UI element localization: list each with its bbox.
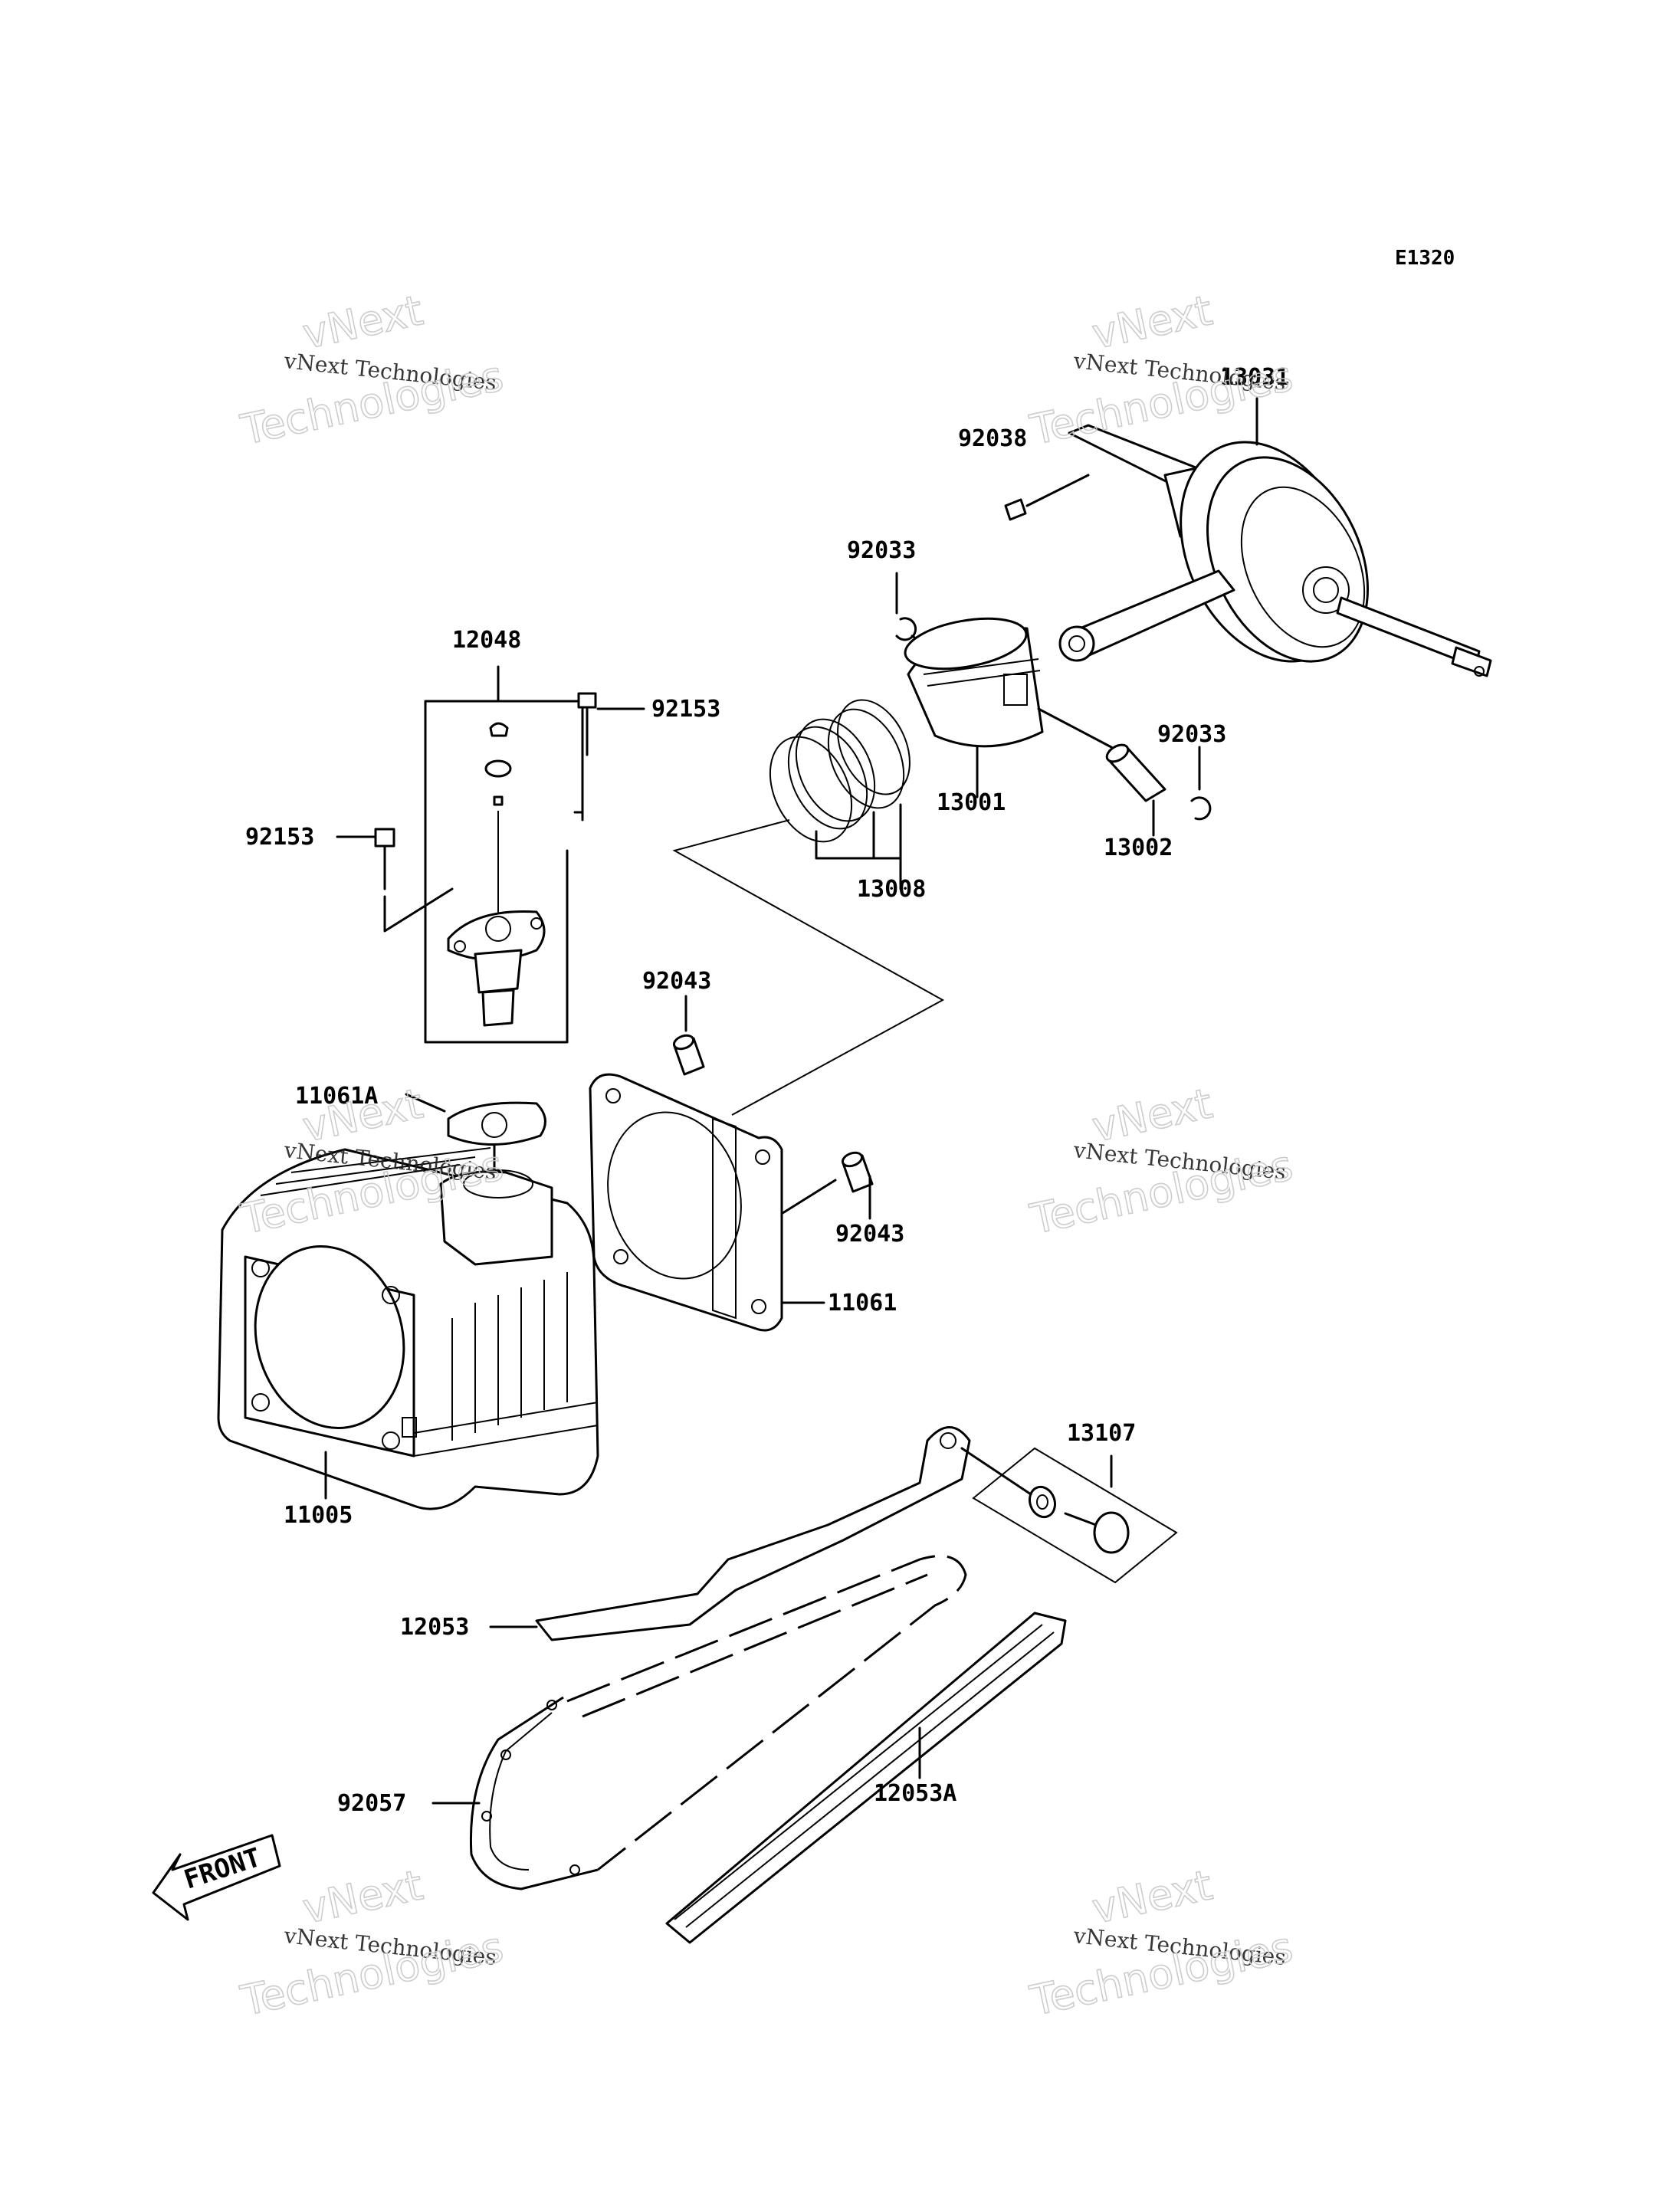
cam-chain[interactable] bbox=[431, 1555, 967, 1890]
dowel-pin-upper[interactable] bbox=[672, 995, 705, 1076]
watermark-bottom-left: vNext vNext Technologies Technologies bbox=[236, 1860, 508, 2025]
svg-text:vNext: vNext bbox=[1088, 286, 1216, 358]
watermark-top-left: vNext vNext Technologies Technologies bbox=[236, 285, 508, 454]
cylinder-base-gasket[interactable] bbox=[589, 1073, 825, 1332]
diagram-code: E1320 bbox=[1395, 247, 1455, 270]
svg-text:vNext: vNext bbox=[299, 286, 427, 358]
part-label-13002: 13002 bbox=[1104, 835, 1173, 861]
part-label-92057: 92057 bbox=[337, 1790, 406, 1817]
part-label-13031: 13031 bbox=[1220, 364, 1289, 391]
tensioner-bolt-upper[interactable] bbox=[577, 692, 645, 756]
leader-rings-to-gasket bbox=[672, 819, 945, 1116]
part-label-11005: 11005 bbox=[284, 1502, 353, 1529]
part-label-92153-upper: 92153 bbox=[651, 696, 720, 723]
part-label-12053: 12053 bbox=[400, 1614, 469, 1641]
part-label-11061: 11061 bbox=[828, 1290, 897, 1317]
part-label-92033-lower: 92033 bbox=[1157, 721, 1226, 748]
piston-pin-clip-lower[interactable] bbox=[1190, 746, 1212, 821]
crankshaft[interactable] bbox=[1058, 397, 1492, 690]
part-label-12053A: 12053A bbox=[874, 1780, 956, 1807]
chain-tensioner-guide[interactable] bbox=[489, 1426, 1032, 1641]
part-label-92038: 92038 bbox=[958, 425, 1027, 452]
watermark-mid-right: vNext vNext Technologies Technologies bbox=[1025, 1078, 1298, 1244]
tensioner-bolt-lower[interactable] bbox=[336, 828, 454, 933]
part-label-12048: 12048 bbox=[452, 627, 521, 654]
piston[interactable] bbox=[901, 611, 1113, 798]
chain-guide[interactable] bbox=[665, 1612, 1067, 1944]
woodruff-key[interactable] bbox=[1004, 474, 1090, 521]
part-label-92043-upper: 92043 bbox=[642, 968, 711, 995]
tensioner-gasket[interactable] bbox=[405, 1093, 546, 1197]
part-label-13001: 13001 bbox=[937, 789, 1006, 816]
part-label-13008: 13008 bbox=[857, 876, 926, 903]
cylinder-block[interactable] bbox=[217, 1147, 599, 1510]
watermark-bottom-right: vNext vNext Technologies Technologies bbox=[1025, 1860, 1298, 2025]
piston-ring-set[interactable] bbox=[754, 688, 924, 890]
cam-chain-tensioner[interactable] bbox=[424, 665, 584, 1044]
part-label-92153-lower: 92153 bbox=[245, 824, 314, 851]
tensioner-guide-bolt-set[interactable] bbox=[972, 1447, 1178, 1584]
svg-text:vNext: vNext bbox=[1088, 1861, 1216, 1933]
front-direction-arrow: FRONT bbox=[152, 1834, 281, 1921]
part-label-92043-lower: 92043 bbox=[835, 1221, 904, 1248]
piston-pin[interactable] bbox=[1104, 742, 1166, 837]
part-label-92033-upper: 92033 bbox=[847, 537, 916, 564]
part-label-11061A: 11061A bbox=[295, 1083, 378, 1110]
part-label-13107: 13107 bbox=[1067, 1420, 1136, 1447]
dowel-pin-lower[interactable] bbox=[773, 1150, 874, 1220]
svg-text:vNext: vNext bbox=[299, 1861, 427, 1933]
